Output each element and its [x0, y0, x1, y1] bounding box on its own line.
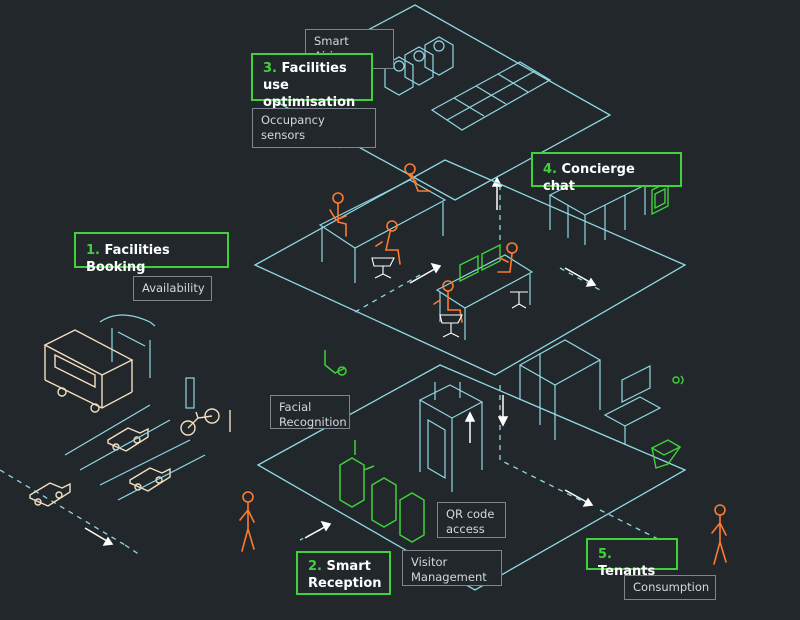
ground-path: [0, 185, 661, 556]
office-chair-icon: [371, 257, 528, 338]
callout-facilities-booking: 1. Facilities Booking: [74, 232, 229, 275]
bicycle-icon: [180, 408, 231, 436]
callout-tenants: 5. Tenants: [586, 538, 678, 579]
callout-facilities-use-optimisation: 3. Facilities use optimisation: [251, 53, 373, 110]
parking-lines: [64, 404, 206, 501]
office-desk-monitors: [459, 243, 501, 283]
occupancy-sensors-tag: Occupancy sensors: [252, 108, 376, 148]
trash-bin-icon: [650, 375, 684, 469]
air-unit-icon: [384, 36, 454, 96]
turnstile-icon: [339, 440, 425, 543]
availability-tag: Availability: [133, 276, 212, 301]
car-icon: [29, 427, 171, 507]
facial-recognition-tag: Facial Recognition: [270, 395, 350, 429]
office-floor-plate: [253, 159, 687, 376]
bus-shelter-icon: [99, 314, 156, 378]
solar-panel-icon: [430, 61, 552, 131]
qr-code-access-tag: QR code access: [437, 502, 506, 538]
bus-icon: [43, 329, 134, 413]
callout-smart-reception: 2. Smart Reception: [296, 551, 391, 595]
consumption-tag: Consumption: [624, 575, 716, 600]
ground-floor-plate: [256, 364, 687, 591]
flow-arrows: [84, 176, 597, 546]
elevator-icon: [418, 382, 484, 492]
bike-post: [185, 377, 195, 409]
camera-icon: [324, 350, 347, 376]
locker-icon: [518, 339, 602, 440]
callout-concierge-chat: 4. Concierge chat: [531, 152, 682, 194]
sink-counter-icon: [603, 365, 662, 445]
person-icon: [239, 491, 727, 565]
visitor-management-tag: Visitor Management: [402, 550, 502, 586]
